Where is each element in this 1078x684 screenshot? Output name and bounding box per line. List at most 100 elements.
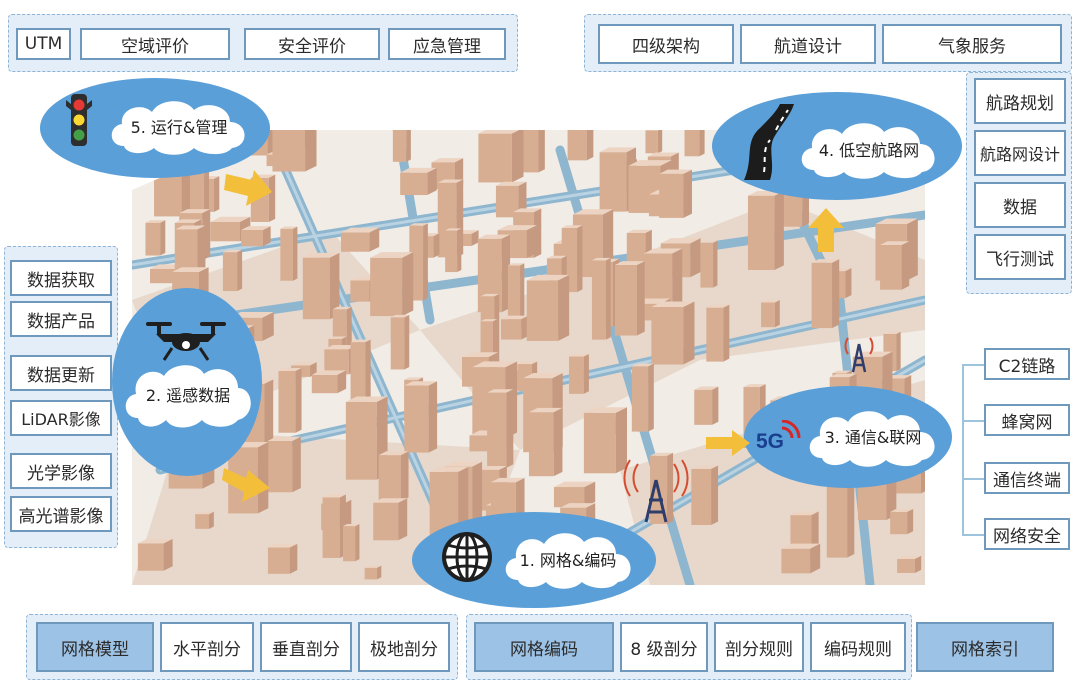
building	[272, 130, 317, 172]
building	[583, 407, 627, 474]
comm-tree-branch	[962, 478, 984, 480]
hyperspectral-imagery-box[interactable]: 高光谱影像	[10, 496, 112, 532]
building	[811, 259, 840, 329]
building	[495, 181, 527, 218]
building	[373, 498, 408, 541]
network-security-box[interactable]: 网络安全	[984, 518, 1070, 550]
building	[241, 226, 271, 247]
vertical-partition-box[interactable]: 垂直剖分	[260, 622, 352, 672]
grid-node-label: 1. 网格&编码	[519, 551, 617, 570]
horizontal-partition-box[interactable]: 水平剖分	[160, 622, 254, 672]
cloud-shape	[111, 101, 245, 155]
building	[340, 227, 380, 252]
cloud-shape	[505, 533, 631, 589]
route-network-design-box[interactable]: 航路网设计	[974, 130, 1066, 176]
building	[700, 240, 718, 288]
polar-partition-box[interactable]: 极地剖分	[358, 622, 450, 672]
building	[278, 367, 302, 433]
c2-link-box[interactable]: C2链路	[984, 348, 1070, 380]
building	[553, 481, 596, 508]
building	[567, 130, 594, 161]
building	[500, 315, 529, 340]
building	[311, 370, 347, 394]
building	[350, 339, 371, 402]
building	[761, 300, 780, 328]
grid-node-cloud[interactable]: 1. 网格&编码	[500, 528, 636, 590]
comm-tree-branch	[962, 420, 984, 422]
grid-encoding-box[interactable]: 网格编码	[474, 622, 614, 672]
route-planning-box[interactable]: 航路规划	[974, 78, 1066, 124]
building	[267, 543, 298, 574]
cloud-shape	[125, 365, 251, 428]
building	[195, 511, 214, 529]
building	[520, 130, 545, 173]
airspace-evaluation-box[interactable]: 空域评价	[80, 28, 230, 60]
building	[390, 314, 410, 370]
globe-icon	[442, 532, 492, 582]
building	[145, 220, 166, 256]
building	[222, 249, 243, 292]
building	[137, 538, 173, 571]
four-level-architecture-box[interactable]: 四级架构	[598, 24, 734, 64]
ops-node-cloud[interactable]: 5. 运行&管理	[104, 96, 254, 156]
encoding-rules-box[interactable]: 编码规则	[810, 622, 906, 672]
building	[897, 555, 922, 573]
comm-tree-branch	[962, 534, 984, 536]
comm-tree-trunk	[962, 364, 964, 534]
building	[400, 167, 437, 196]
grid-model-box[interactable]: 网格模型	[36, 622, 154, 672]
building	[645, 130, 663, 154]
utm-box[interactable]: UTM	[16, 28, 71, 60]
building	[345, 396, 388, 480]
remote-node-label: 2. 遥感数据	[145, 386, 231, 405]
route-node-label: 4. 低空航路网	[818, 141, 920, 160]
building	[267, 436, 301, 493]
building	[890, 508, 914, 535]
remote-node-cloud[interactable]: 2. 遥感数据	[120, 358, 256, 430]
emergency-management-box[interactable]: 应急管理	[388, 28, 506, 60]
arrow-right-icon	[706, 430, 750, 456]
building	[569, 353, 589, 394]
building	[694, 386, 719, 425]
data-update-box[interactable]: 数据更新	[10, 355, 112, 391]
building	[404, 381, 438, 453]
data-acquisition-box[interactable]: 数据获取	[10, 260, 112, 296]
data-products-box[interactable]: 数据产品	[10, 301, 112, 337]
arrow-up-icon	[808, 208, 844, 252]
traffic-light-icon	[66, 94, 92, 146]
safety-evaluation-box[interactable]: 安全评价	[244, 28, 380, 60]
grid-index-box[interactable]: 网格索引	[916, 622, 1054, 672]
cloud-shape	[801, 123, 935, 179]
building	[631, 363, 654, 432]
eight-level-partition-box[interactable]: 8 级剖分	[620, 622, 708, 672]
data-box[interactable]: 数据	[974, 182, 1066, 228]
signal-tower-icon	[844, 337, 874, 373]
drone-icon	[146, 322, 226, 361]
building	[659, 169, 692, 218]
channel-design-box[interactable]: 航道设计	[740, 24, 876, 64]
flight-test-box[interactable]: 飞行测试	[974, 234, 1066, 280]
weather-service-box[interactable]: 气象服务	[882, 24, 1062, 64]
comm-tree-branch	[962, 364, 984, 366]
signal-tower-icon	[623, 459, 689, 523]
comm-terminal-box[interactable]: 通信终端	[984, 462, 1070, 494]
building	[478, 130, 524, 183]
route-node-cloud[interactable]: 4. 低空航路网	[794, 118, 944, 180]
building	[378, 451, 409, 502]
building	[684, 130, 705, 157]
comm-node-cloud[interactable]: 3. 通信&联网	[804, 404, 942, 468]
cellular-network-box[interactable]: 蜂窝网	[984, 404, 1070, 436]
partition-rules-box[interactable]: 剖分规则	[714, 622, 804, 672]
road-icon	[744, 104, 794, 180]
optical-imagery-box[interactable]: 光学影像	[10, 453, 112, 489]
arrow-down-right-icon	[222, 468, 270, 502]
building	[651, 301, 695, 365]
lidar-imagery-box[interactable]: LiDAR影像	[10, 400, 112, 436]
cloud-shape	[809, 411, 935, 467]
building	[445, 228, 462, 273]
ops-node-label: 5. 运行&管理	[130, 118, 228, 137]
signal-waves-icon	[781, 420, 801, 439]
building	[343, 523, 360, 562]
building	[614, 261, 645, 336]
